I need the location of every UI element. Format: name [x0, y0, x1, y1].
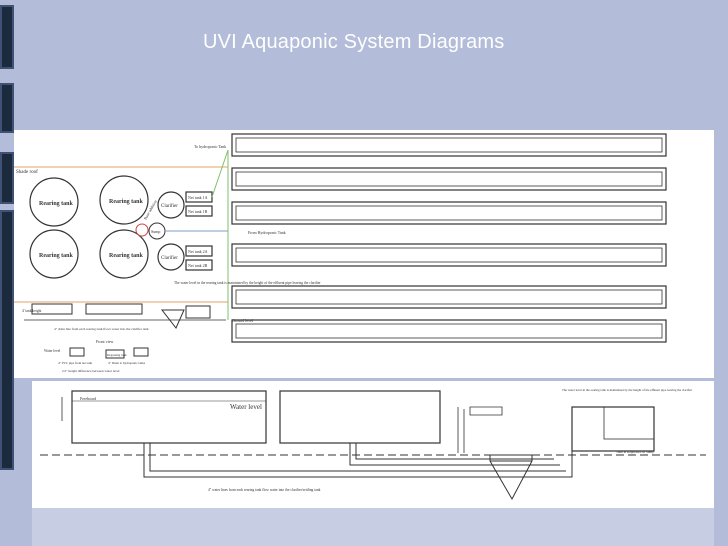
tank-height-label: 4' tank height: [22, 309, 41, 313]
rearing-tank-section: [71, 390, 267, 444]
raceway-inner: [235, 247, 663, 263]
shade-roof-label: Shade roof: [16, 170, 38, 175]
drain-pipe: [355, 443, 554, 460]
rearing-tank-section: [279, 390, 441, 444]
net-tank: [185, 259, 213, 271]
front-view-tank: [133, 347, 149, 357]
rearing-tank: [29, 177, 79, 227]
raceway: [231, 319, 667, 343]
slide-title: UVI Aquaponic System Diagrams: [203, 31, 505, 53]
net-tank-label: Net tank 2B: [188, 263, 208, 268]
drain-pipe: [349, 443, 560, 466]
hydroponic-raceways: [231, 133, 667, 343]
sidebar-tab: [0, 152, 14, 204]
section-view-diagram: Freeboard Water level The water level in…: [40, 388, 706, 501]
net-tank-inner: [603, 406, 655, 440]
raceway-inner: [235, 323, 663, 339]
front-view-title: Front view: [96, 339, 114, 344]
drain-pipe: [149, 443, 566, 472]
left-sidebar: [0, 0, 22, 546]
sidebar-tab: [0, 210, 14, 470]
rearing-tank: [99, 175, 149, 225]
raceway-inner: [235, 137, 663, 153]
drain-pipe: [143, 421, 573, 478]
front-view-drain-label: 4" Drain to hydroponic tanks: [108, 361, 146, 365]
raceway: [231, 243, 667, 267]
clarifier-cone: [489, 455, 533, 501]
sump-label: Sump: [151, 229, 160, 234]
raceway-inner: [235, 171, 663, 187]
front-view-tank: [69, 347, 85, 357]
sump-note: Tank in Regulated on Sump: [616, 450, 654, 454]
water-level-label: Water level: [230, 403, 262, 411]
clarifier-label: Clarifier: [161, 204, 178, 209]
degassing-tank: [105, 349, 125, 359]
raceway: [231, 133, 667, 157]
mini-tank-section: [31, 303, 73, 315]
net-tank: [185, 205, 213, 217]
drain-note: 4" drain line from each rearing tank flo…: [54, 327, 149, 331]
effluent-pipe: [469, 406, 503, 416]
rearing-tank: [99, 229, 149, 279]
degassing-tank-label: Degassing tank: [107, 353, 127, 357]
base-addition-point: [135, 223, 149, 237]
riser-pipe: [457, 407, 465, 453]
net-tanks: Net tank 1A Net tank 1B Net tank 2A Net …: [185, 191, 213, 271]
section-view-panel: Freeboard Water level The water level in…: [32, 381, 714, 508]
raceway-inner: [235, 205, 663, 221]
net-tank: [185, 245, 213, 257]
lower-strip: [32, 508, 714, 546]
rearing-tanks: Rearing tank Rearing tank Rearing tank R…: [29, 175, 149, 279]
front-view-height-diff: 2.5" height difference between water lev…: [62, 369, 119, 373]
feed-line: [211, 149, 229, 290]
raceway: [231, 167, 667, 191]
clarifier-label: Clarifier: [161, 256, 178, 261]
from-hydroponic-label: From Hydroponic Tank: [248, 230, 286, 235]
net-tank-label: Net tank 1B: [188, 209, 208, 214]
effluent-note: The water level in the rearing tank is m…: [562, 388, 693, 392]
clarifier-body: [489, 454, 533, 462]
front-view-pvc-label: 4" PVC pipe from net tank: [58, 361, 93, 365]
freeboard-label: Freeboard: [80, 396, 96, 401]
raceway-inner: [235, 289, 663, 305]
net-tank-section: [571, 406, 655, 452]
raceway: [231, 285, 667, 309]
sidebar-tab: [0, 83, 14, 133]
clarifier: [157, 243, 185, 271]
rearing-tank-label: Rearing tank: [39, 201, 73, 207]
front-view-water-level: Water level: [44, 349, 60, 353]
water-level-note: The water level in the rearing tank is m…: [174, 281, 321, 285]
raceway: [231, 201, 667, 225]
to-hydroponic-label: To hydroponic Tank: [194, 144, 226, 149]
ground-level-label: Ground level: [232, 318, 254, 323]
net-tank-label: Net tank 1A: [188, 195, 208, 200]
net-tank-label: Net tank 2A: [188, 249, 208, 254]
rearing-tank-label: Rearing tank: [39, 253, 73, 259]
plan-view-diagram: Shade roof Rearing tank Rearing tank Rea…: [14, 133, 667, 373]
sidebar-tab: [0, 5, 14, 69]
base-addition-label: Base addition: [143, 199, 158, 220]
clarifier: [157, 191, 185, 219]
mini-tank-section: [85, 303, 143, 315]
rearing-tank-label: Rearing tank: [109, 199, 143, 205]
mini-net-tank-section: [185, 305, 211, 319]
rearing-tank: [29, 229, 79, 279]
bottom-note: 4" water lines from each rearing tank fl…: [208, 488, 321, 492]
mini-clarifier-section: [160, 309, 185, 329]
plan-view-panel: Shade roof Rearing tank Rearing tank Rea…: [14, 130, 714, 378]
rearing-tank-label: Rearing tank: [109, 253, 143, 259]
